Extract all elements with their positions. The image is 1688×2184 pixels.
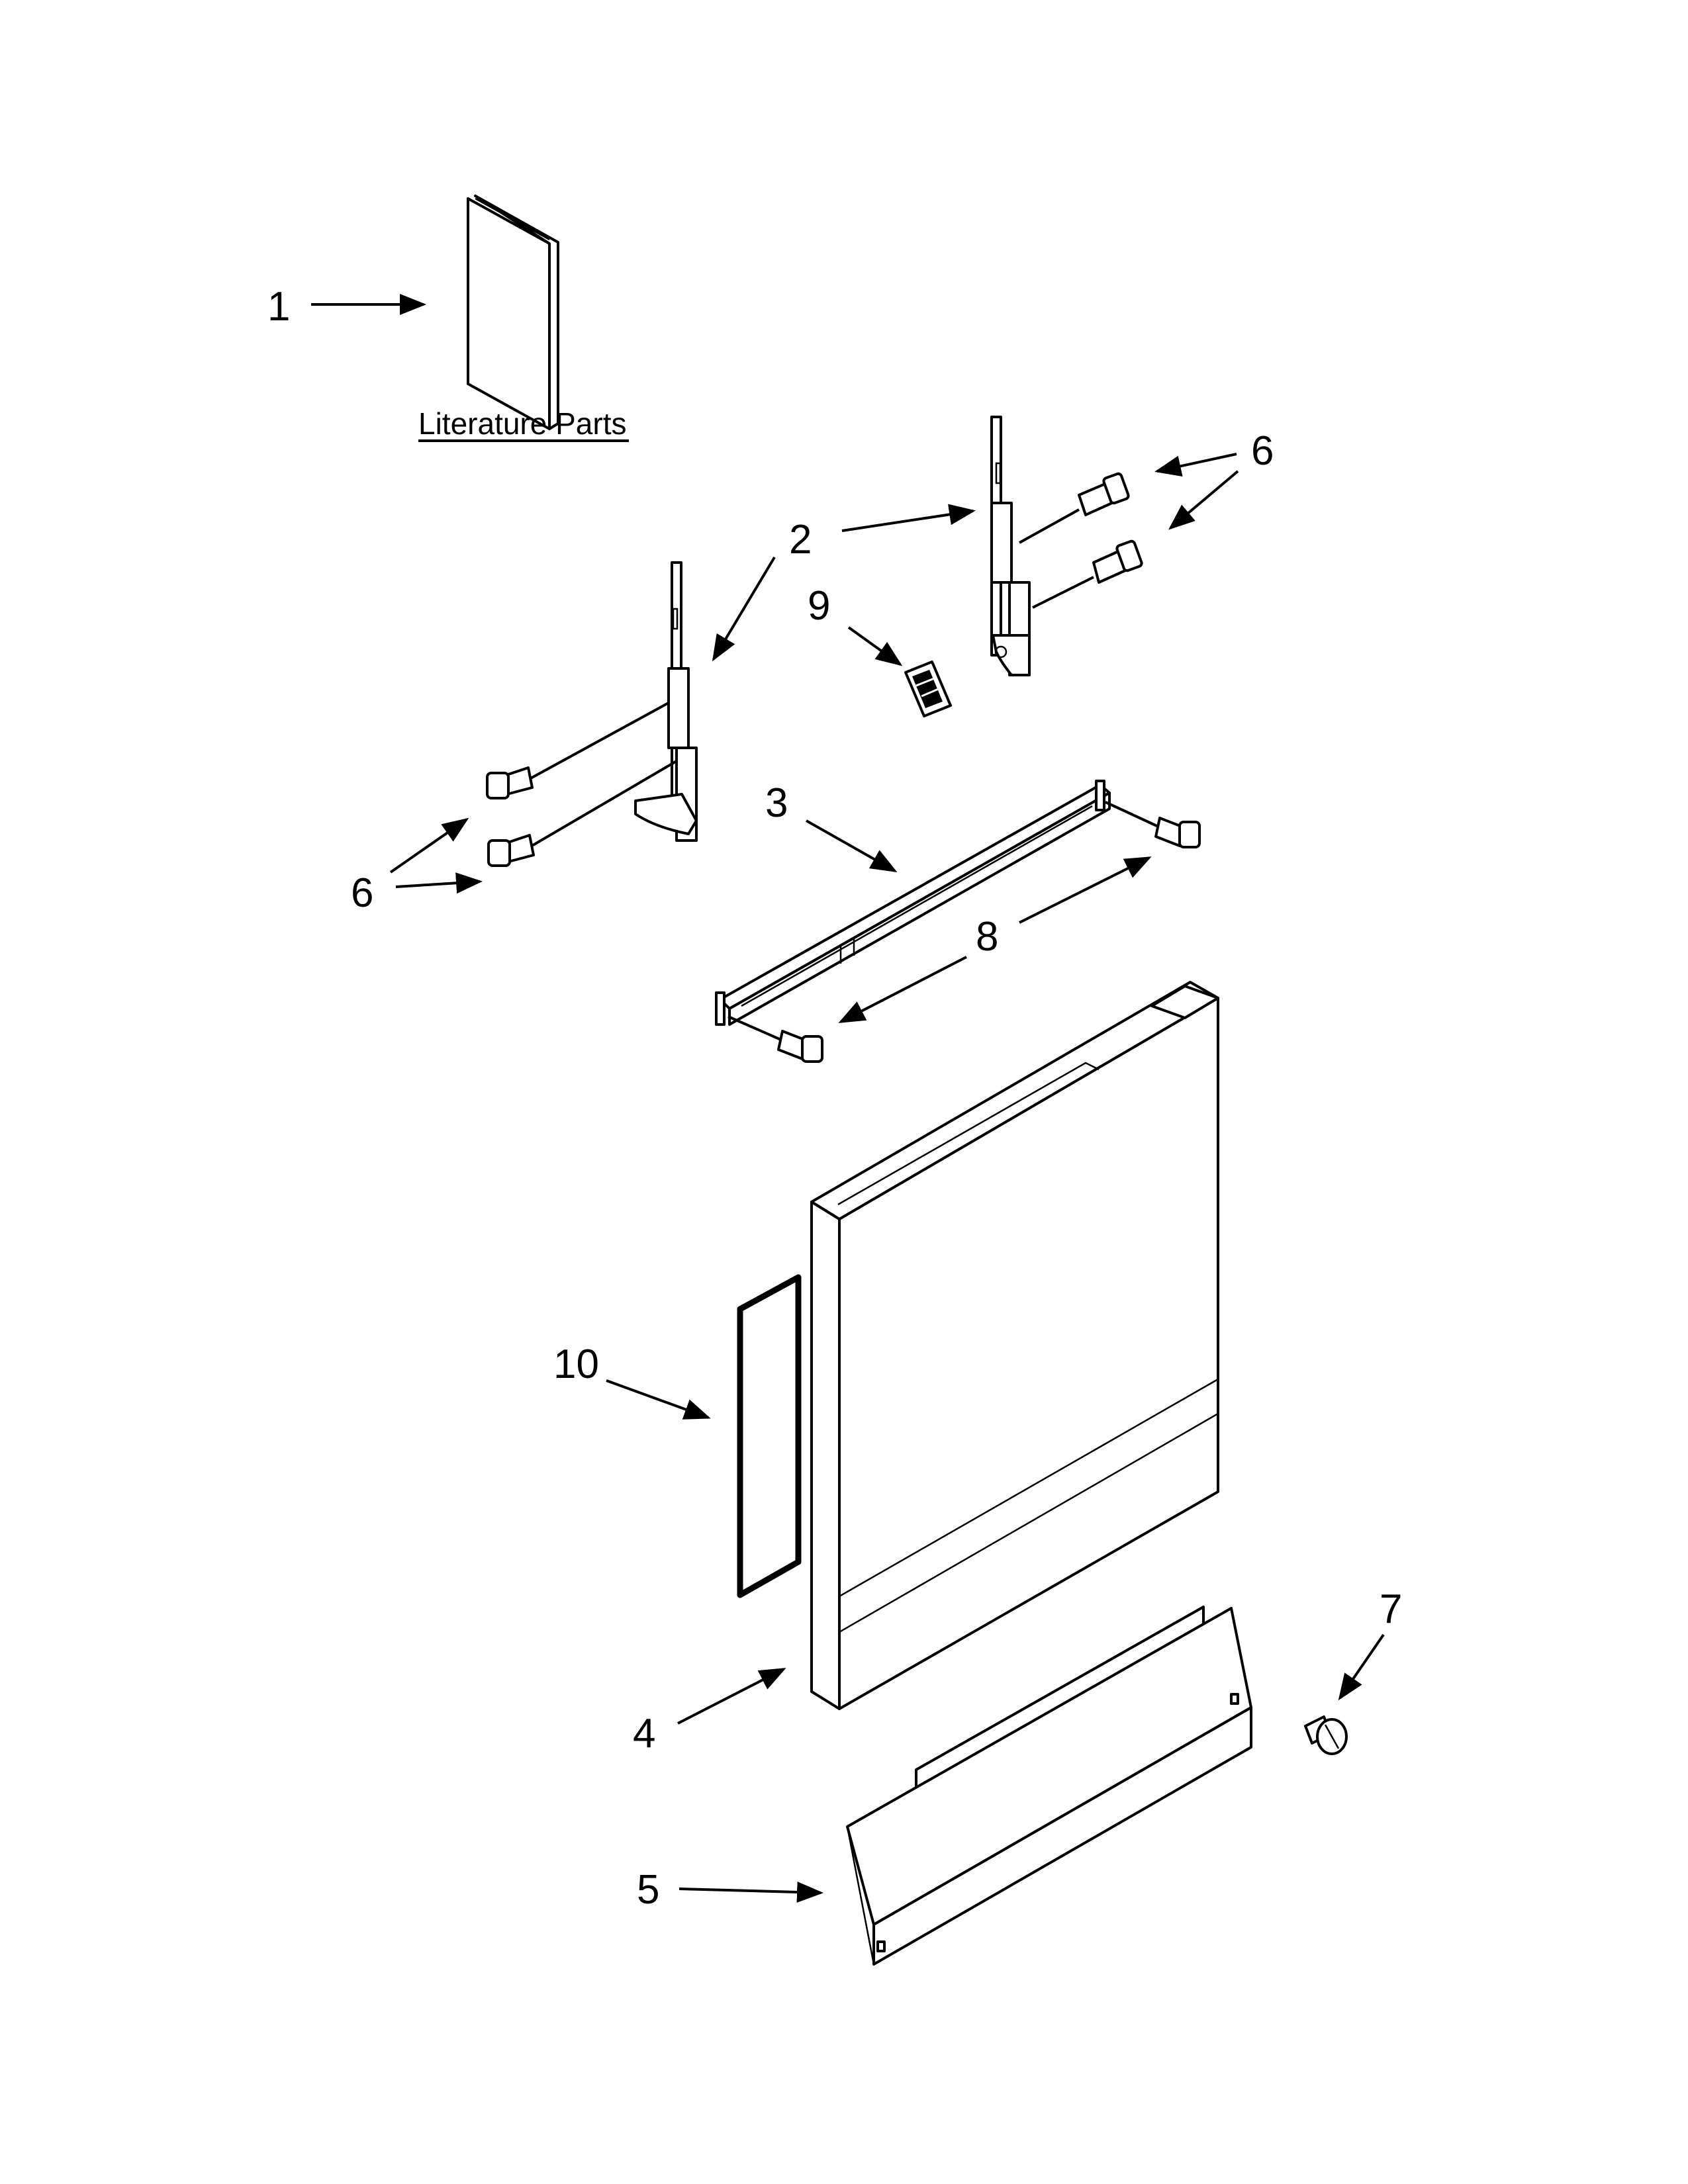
- leader-8-left: [838, 956, 967, 1023]
- callout-8: 8: [976, 914, 998, 960]
- leader-6-top-b: [1168, 470, 1239, 530]
- part-5-toe-kick: [846, 1606, 1252, 1966]
- leader-6-top-a: [1154, 453, 1237, 477]
- screw-6-left-upper: [486, 702, 669, 799]
- leader-2-left: [712, 556, 776, 662]
- leader-6-left-a: [389, 817, 469, 874]
- leader-5: [679, 1881, 823, 1903]
- part-9-clip: [904, 660, 952, 717]
- callout-4: 4: [633, 1711, 655, 1756]
- part-4-door-panel: [810, 981, 1219, 1710]
- literature-booklet: [467, 195, 559, 430]
- leader-6-left-b: [395, 872, 483, 894]
- callout-5: 5: [637, 1867, 659, 1913]
- part-10-gasket: [737, 1274, 802, 1598]
- screw-6-upper: [1019, 472, 1130, 544]
- leader-4: [677, 1668, 786, 1725]
- leader-9: [847, 626, 903, 666]
- callout-2-top: 2: [789, 517, 812, 563]
- callout-7: 7: [1380, 1586, 1402, 1632]
- screw-6-left-lower: [487, 760, 678, 867]
- leader-7: [1338, 1633, 1385, 1701]
- callout-6-left: 6: [351, 870, 373, 916]
- callout-10: 10: [553, 1342, 599, 1387]
- callout-1: 1: [267, 284, 290, 330]
- screw-6-lower: [1032, 539, 1143, 609]
- hinge-right: [990, 416, 1031, 676]
- leader-10: [606, 1379, 711, 1420]
- callout-6-top: 6: [1251, 428, 1274, 474]
- leader-2-right: [841, 504, 976, 532]
- leader-3: [806, 819, 898, 872]
- leader-8-right: [1019, 856, 1152, 924]
- screw-8-right: [1105, 801, 1201, 848]
- screw-8-left: [727, 1015, 823, 1063]
- callout-9: 9: [808, 583, 830, 629]
- hinge-left: [634, 561, 698, 842]
- section-title: Literature Parts: [418, 406, 626, 441]
- part-7-screw: [1304, 1715, 1348, 1755]
- part-3-rail: [715, 780, 1111, 1026]
- callout-3: 3: [765, 780, 788, 826]
